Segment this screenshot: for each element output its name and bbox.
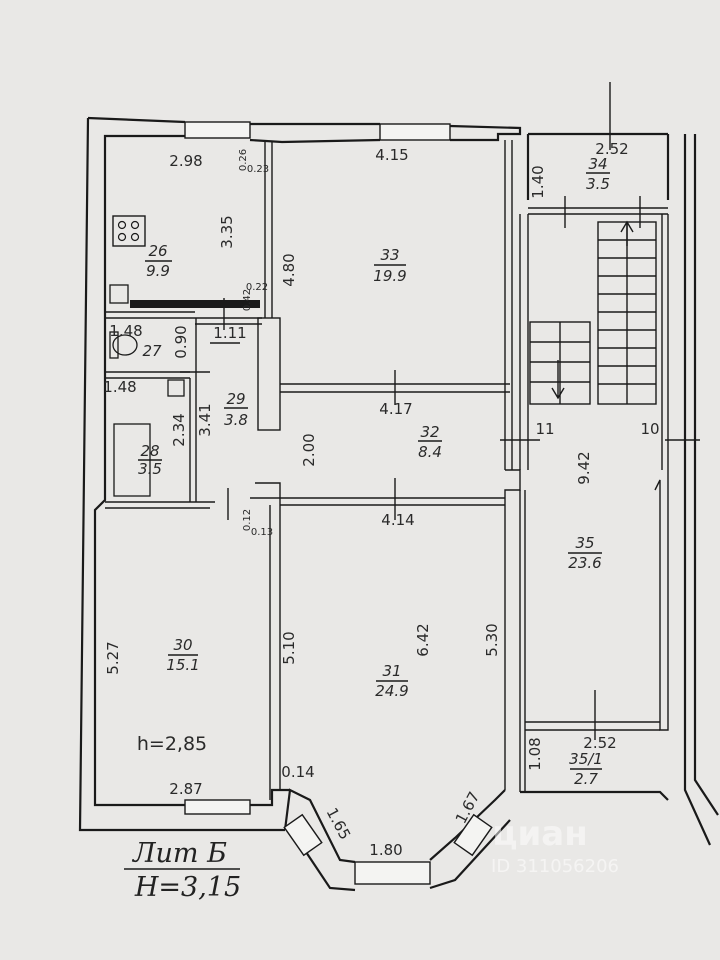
room-number: 33 bbox=[380, 246, 399, 264]
room-area: 2.7 bbox=[574, 770, 598, 788]
window-bay-right bbox=[453, 813, 493, 857]
stove-burner-icon bbox=[117, 232, 127, 242]
dimension-labels: 2.98 0.26 0.23 3.35 0.22 0.42 4.15 4.80 … bbox=[103, 140, 659, 859]
dimension-label: 5.10 bbox=[280, 631, 298, 664]
dimension-label: 4.80 bbox=[280, 253, 298, 286]
dimension-label: 2.87 bbox=[169, 780, 202, 798]
dimension-label: 0.12 bbox=[242, 509, 253, 531]
room-number: 35 bbox=[575, 534, 594, 552]
room-area: 9.9 bbox=[146, 262, 170, 280]
room-number: 35/1 bbox=[569, 750, 603, 768]
dimension-label: 0.13 bbox=[251, 527, 273, 538]
window-bay-left bbox=[283, 813, 323, 857]
windows bbox=[184, 121, 493, 885]
dimension-label: 0.42 bbox=[242, 289, 253, 311]
room-area: 3.5 bbox=[138, 460, 162, 478]
room-number: 31 bbox=[382, 662, 401, 680]
dimension-label: 3.35 bbox=[218, 215, 236, 248]
room-labels: 26 9.9 27 28 3.5 29 3.8 30 15.1 31 24.9 … bbox=[138, 155, 610, 788]
stove-burner-icon bbox=[117, 220, 127, 230]
room-number: 28 bbox=[140, 442, 159, 460]
dimension-label: 2.98 bbox=[169, 152, 202, 170]
dimension-label: 2.34 bbox=[170, 413, 188, 446]
room-area: 15.1 bbox=[166, 656, 199, 674]
dimension-label: 4.17 bbox=[379, 400, 412, 418]
dimension-label: 0.23 bbox=[247, 164, 269, 175]
dimension-label: 0.90 bbox=[172, 325, 190, 358]
room-number: 29 bbox=[226, 390, 245, 408]
room-area: 3.8 bbox=[224, 411, 248, 429]
room-area: 24.9 bbox=[375, 682, 408, 700]
dimension-label: 5.27 bbox=[104, 641, 122, 674]
dimension-label: 10 bbox=[640, 420, 659, 438]
stove-burner-icon bbox=[130, 232, 140, 242]
watermark-id: ID 311056206 bbox=[491, 856, 619, 877]
window-bay-center bbox=[354, 861, 431, 885]
bath-sink-icon bbox=[167, 379, 185, 397]
window-room33 bbox=[379, 123, 451, 141]
dimension-label: 1.11 bbox=[213, 324, 246, 342]
window-room30 bbox=[184, 799, 251, 815]
dimension-label: 0.14 bbox=[281, 763, 314, 781]
room-number: 34 bbox=[588, 155, 607, 173]
dimension-label: 4.14 bbox=[381, 511, 414, 529]
dimension-label: 1.80 bbox=[369, 841, 402, 859]
dimension-label: 2.52 bbox=[595, 140, 628, 158]
room-number: 27 bbox=[142, 342, 162, 360]
room-area: 19.9 bbox=[373, 267, 406, 285]
dimension-label: 1.40 bbox=[529, 165, 547, 198]
dimension-label: 1.48 bbox=[109, 322, 142, 340]
toilet-tank-icon bbox=[109, 331, 119, 359]
room-number: 32 bbox=[420, 423, 439, 441]
tick-marks bbox=[180, 82, 700, 740]
room-area: 23.6 bbox=[568, 554, 601, 572]
dimension-label: 1.48 bbox=[103, 378, 136, 396]
window-kitchen bbox=[184, 121, 251, 139]
stove-icon bbox=[112, 215, 146, 247]
plan-title-height: H=3,15 bbox=[134, 872, 241, 903]
dimension-label: 2.52 bbox=[583, 734, 616, 752]
fixtures bbox=[109, 215, 260, 497]
toilet-icon bbox=[112, 334, 138, 356]
plan-title-lit: Лит Б bbox=[131, 838, 227, 869]
watermark-brand: циан bbox=[492, 814, 587, 854]
room-area: 3.5 bbox=[586, 175, 610, 193]
ceiling-height-note: h=2,85 bbox=[137, 733, 207, 755]
dimension-label: 4.15 bbox=[375, 146, 408, 164]
room-area: 8.4 bbox=[418, 443, 442, 461]
dimension-label: 9.42 bbox=[575, 451, 593, 484]
dimension-label: 1.08 bbox=[526, 737, 544, 770]
sink-icon bbox=[109, 284, 129, 304]
dimension-label: 11 bbox=[535, 420, 554, 438]
dimension-label: 5.30 bbox=[483, 623, 501, 656]
dimension-label: 2.00 bbox=[300, 433, 318, 466]
dimension-label: 0.26 bbox=[238, 149, 249, 171]
counter-icon bbox=[130, 300, 260, 308]
stove-burner-icon bbox=[130, 220, 140, 230]
dimension-label: 3.41 bbox=[196, 403, 214, 436]
dimension-label: 0.22 bbox=[246, 282, 268, 293]
dimension-label: 6.42 bbox=[414, 623, 432, 656]
room-number: 30 bbox=[173, 636, 192, 654]
room-number: 26 bbox=[148, 242, 167, 260]
